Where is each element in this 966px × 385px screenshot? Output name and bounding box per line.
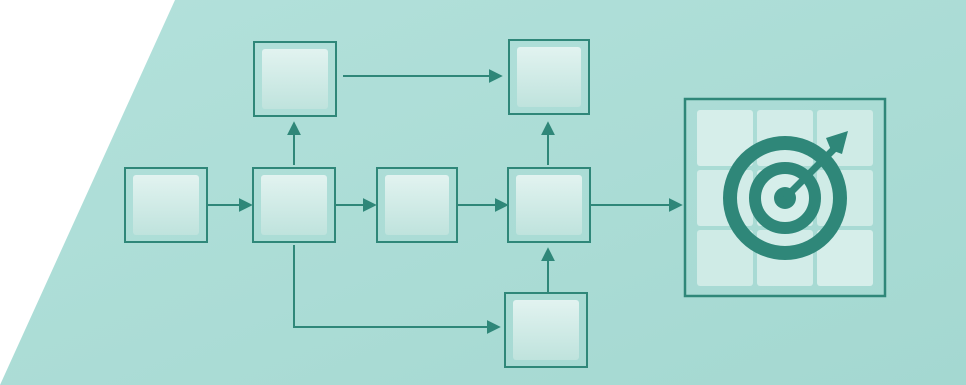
- wooden-block-icon: [261, 175, 327, 235]
- block-bottom: [504, 292, 588, 368]
- target-with-arrow-icon: [723, 131, 848, 260]
- block-top-left: [253, 41, 337, 117]
- wooden-block-icon: [385, 175, 449, 235]
- wooden-block-icon: [517, 47, 581, 107]
- connectors: [208, 69, 683, 334]
- wooden-block-icon: [262, 49, 328, 109]
- block-hub: [252, 167, 336, 243]
- goal-block: [683, 97, 887, 298]
- block-middle: [376, 167, 458, 243]
- arrow-hub-down-to-bottom: [293, 245, 501, 334]
- wooden-block-icon: [516, 175, 582, 235]
- block-top-right: [508, 39, 590, 115]
- wooden-block-icon: [513, 300, 579, 360]
- block-start: [124, 167, 208, 243]
- block-merge: [507, 167, 591, 243]
- wooden-block-icon: [133, 175, 199, 235]
